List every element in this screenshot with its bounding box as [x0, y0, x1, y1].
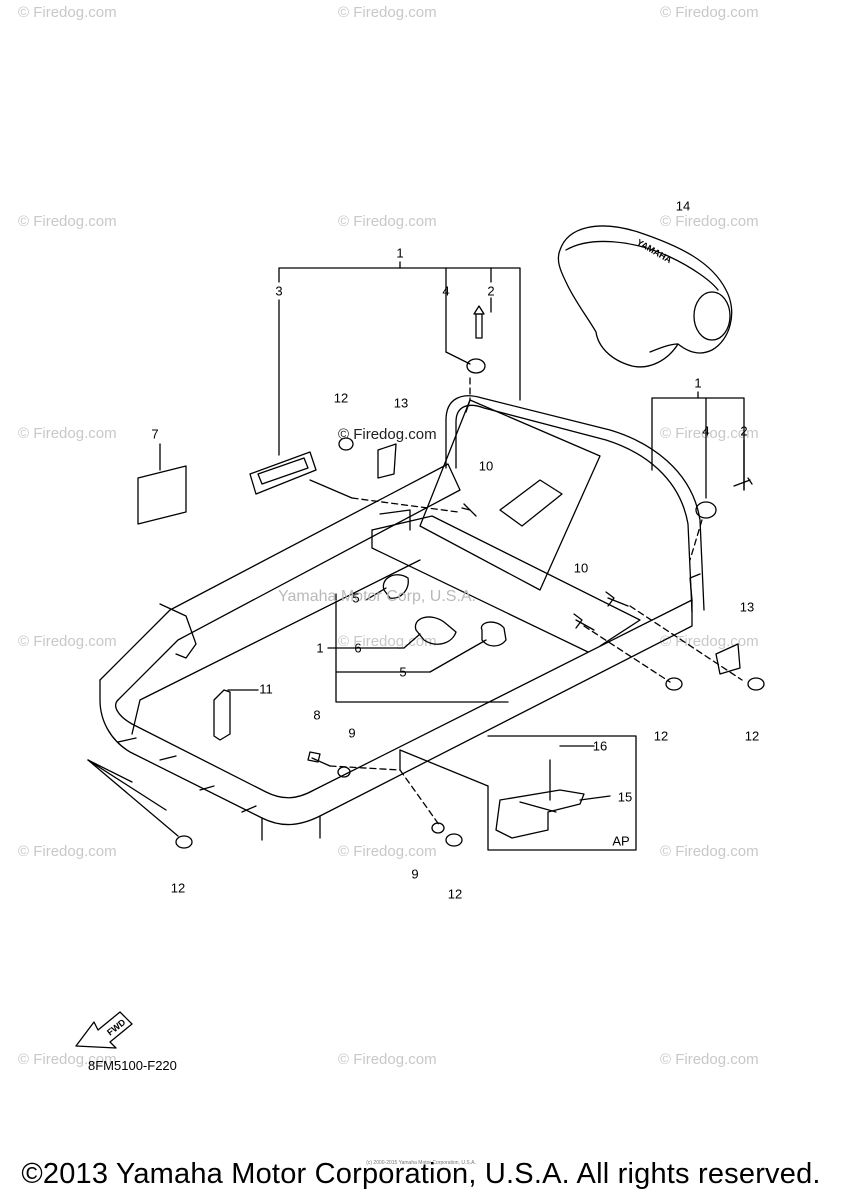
watermark-overlay: © Firedog.com [338, 426, 437, 443]
pin-part [473, 305, 753, 487]
callout-7: 7 [151, 426, 159, 442]
callout-12: 12 [653, 728, 669, 744]
callout-ap: AP [612, 833, 630, 849]
callout-1: 1 [694, 375, 702, 391]
callout-4: 4 [442, 283, 450, 299]
callout-12: 12 [447, 886, 463, 902]
latch-part [213, 689, 231, 741]
watermark: © Firedog.com [338, 1051, 437, 1068]
callout-4: 4 [702, 423, 710, 439]
watermark: © Firedog.com [660, 213, 759, 230]
bracket-part [377, 443, 741, 675]
watermark: © Firedog.com [660, 4, 759, 21]
seat-cushion: YAMAHA [557, 225, 733, 368]
plate-part [249, 451, 353, 499]
callout-16: 16 [592, 738, 608, 754]
callout-bracket [651, 391, 745, 499]
callout-13: 13 [739, 599, 755, 615]
watermark: © Firedog.com [660, 425, 759, 442]
diagram-reference: 8FM5100-F220 [88, 1058, 177, 1073]
callout-bracket [327, 587, 509, 703]
callout-3: 3 [275, 283, 283, 299]
callout-bracket [278, 261, 521, 456]
callout-12: 12 [333, 390, 349, 406]
assembly-line [329, 377, 743, 827]
callout-12: 12 [170, 880, 186, 896]
watermark: © Firedog.com [660, 1051, 759, 1068]
nut-part [175, 437, 765, 849]
callout-10: 10 [573, 560, 589, 576]
callout-5: 5 [352, 590, 360, 606]
label-sheet [137, 465, 187, 525]
watermark: © Firedog.com [338, 4, 437, 21]
fwd-arrow-icon: FWD [75, 1011, 133, 1049]
callout-1: 1 [316, 640, 324, 656]
watermark: © Firedog.com [18, 843, 117, 860]
callout-5: 5 [399, 664, 407, 680]
inset-ap-box [399, 735, 637, 851]
seat-logo: YAMAHA [635, 237, 674, 265]
watermark: © Firedog.com [338, 633, 437, 650]
watermark: © Firedog.com [18, 633, 117, 650]
watermark: © Firedog.com [18, 4, 117, 21]
callout-11: 11 [259, 681, 273, 697]
callout-9: 9 [411, 866, 419, 882]
watermark: © Firedog.com [18, 425, 117, 442]
callout-2: 2 [740, 423, 748, 439]
callout-1: 1 [396, 245, 404, 261]
stud-part [87, 737, 257, 837]
handle-bar [445, 395, 705, 613]
callout-10: 10 [478, 458, 494, 474]
watermark: © Firedog.com [338, 843, 437, 860]
callout-13: 13 [393, 395, 409, 411]
callout-12: 12 [744, 728, 760, 744]
hull-frame [99, 399, 701, 841]
callout-8: 8 [313, 707, 321, 723]
callout-2: 2 [487, 283, 495, 299]
callout-9: 9 [348, 725, 356, 741]
watermark: © Firedog.com [18, 1051, 117, 1068]
watermark: © Firedog.com [338, 213, 437, 230]
watermark: © Firedog.com [18, 213, 117, 230]
watermark: © Firedog.com [660, 843, 759, 860]
copyright-small: (c) 2000-2015 Yamaha Motor Corporation, … [366, 1160, 476, 1166]
callout-14: 14 [675, 198, 691, 214]
clip-part [382, 574, 507, 647]
copyright-notice: ©2013 Yamaha Motor Corporation, U.S.A. A… [21, 1158, 821, 1190]
faint-overlay: Yamaha Motor Corp, U.S.A. [278, 588, 476, 605]
callout-6: 6 [354, 640, 362, 656]
grommet-part [466, 358, 717, 519]
callout-15: 15 [617, 789, 633, 805]
bolt-part [307, 503, 629, 834]
